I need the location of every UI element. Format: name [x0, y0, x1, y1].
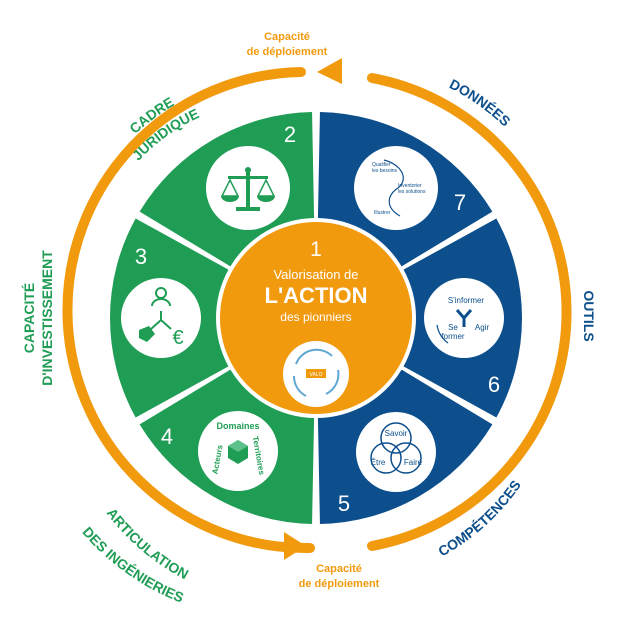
handshake-icon: [139, 326, 155, 342]
cube-label-domaines: Domaines: [216, 421, 259, 431]
scales-icon: [220, 167, 276, 211]
cycle-label-solutions: les solutions: [398, 189, 426, 195]
venn-label-faire: Faire: [404, 458, 423, 467]
swirl-icon: [292, 348, 340, 397]
icon-disc-5: [356, 412, 436, 492]
top-arrowhead: [317, 58, 342, 84]
icon-disc-7: [354, 146, 438, 230]
segment-number-6: 6: [488, 372, 500, 397]
segment-number-4: 4: [161, 424, 173, 449]
bottom-deployment-arrow: [367, 73, 572, 551]
euro-icon: €: [172, 327, 183, 349]
top-deployment-arrow: [62, 67, 315, 554]
center-badge-box: [306, 369, 326, 378]
cycle-icon: Qualifier les besoins Inventorier les so…: [372, 159, 426, 217]
venn-icon: [370, 422, 422, 474]
label-outils: OUTILS: [581, 290, 597, 341]
top-caption-line1: Capacité: [264, 31, 310, 43]
cycle-path-icon: [383, 159, 404, 217]
segment-number-2: 2: [284, 122, 296, 147]
cycle-label-besoins: les besoins: [372, 168, 398, 174]
venn-label-etre: Être: [371, 458, 386, 467]
bottom-caption-line1: Capacité: [316, 563, 362, 575]
cycle-label-inventorier: Inventorier: [398, 183, 422, 189]
center-circle: [220, 222, 412, 414]
center-badge-label: VALO: [310, 372, 323, 378]
triangle-icon: S'informer Agir Se former: [436, 296, 490, 344]
venn-label-savoir: Savoir: [385, 429, 408, 438]
triangle-label-sinformer: S'informer: [448, 296, 485, 305]
top-caption-line2: de déploiement: [247, 46, 328, 58]
center-number: 1: [310, 238, 322, 261]
person-body-icon: [151, 298, 171, 307]
segment-number-5: 5: [338, 491, 350, 516]
cycle-label-illustrer: Illustrer: [374, 210, 391, 216]
y-shape-icon: [455, 309, 473, 327]
center-line3: des pionniers: [280, 310, 351, 324]
center-line2: L'ACTION: [265, 283, 368, 308]
branch-lines-icon: [150, 311, 172, 330]
triangle-label-se: Se: [448, 323, 458, 332]
center-line1: Valorisation de: [273, 267, 358, 282]
label-capacite: CAPACITÉ: [21, 283, 37, 354]
label-donnees: DONNÉES: [447, 76, 514, 130]
investment-icon: €: [139, 287, 184, 349]
cycle-label-qualifier: Qualifier: [372, 162, 391, 168]
label-investissement: D'INVESTISSEMENT: [39, 250, 55, 386]
bottom-arrowhead: [284, 532, 306, 560]
segment-number-7: 7: [454, 190, 466, 215]
bottom-caption-line2: de déploiement: [299, 578, 380, 590]
triangle-label-former: former: [441, 332, 464, 341]
cycle-arrow-icon: [436, 324, 449, 344]
segment-number-3: 3: [135, 244, 147, 269]
triangle-label-agir: Agir: [475, 323, 490, 332]
